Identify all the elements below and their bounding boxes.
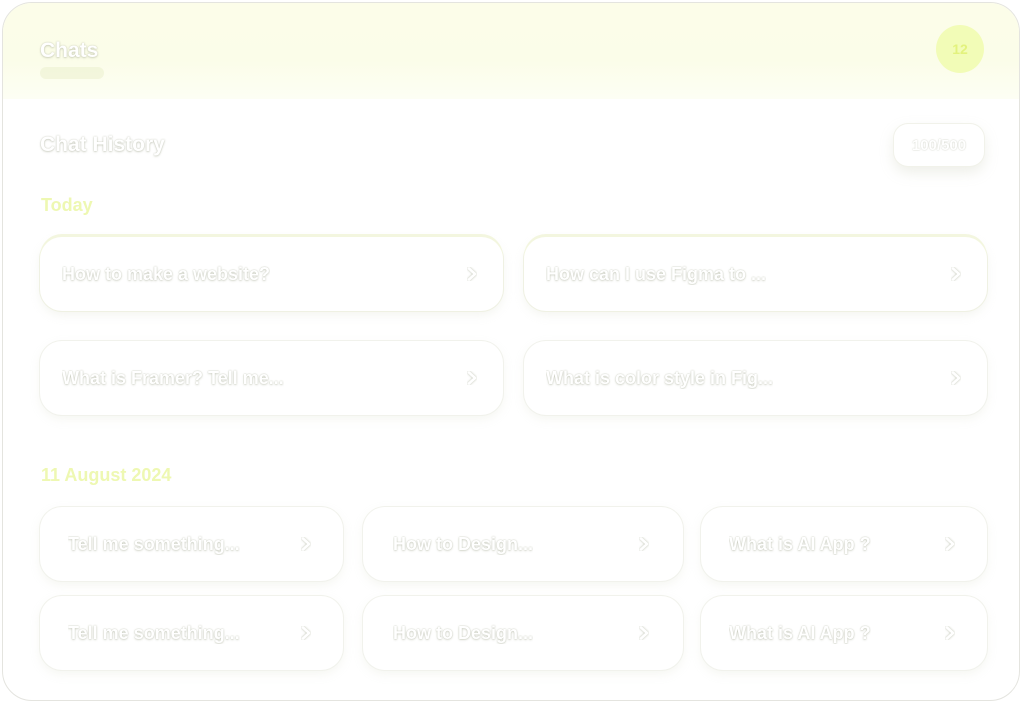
chat-item-label: How can I use Figma to ...: [546, 263, 767, 284]
group-label-date: 11 August 2024: [41, 465, 172, 485]
chat-item[interactable]: How to Design...: [363, 596, 683, 670]
chevron-right-icon: [635, 624, 653, 642]
chevron-right-icon: [635, 535, 653, 553]
chevron-right-icon: [463, 369, 481, 387]
chevron-right-icon: [297, 535, 315, 553]
chat-item[interactable]: How to Design...: [363, 507, 683, 581]
header: Chats 12: [3, 3, 1019, 99]
chat-item[interactable]: What is AI App ?: [701, 596, 987, 670]
chat-item[interactable]: How can I use Figma to ...: [524, 237, 987, 311]
chat-item-label: Tell me something...: [68, 622, 240, 643]
chat-item[interactable]: What is AI App ?: [701, 507, 987, 581]
chevron-right-icon: [297, 624, 315, 642]
chat-item-label: What is AI App ?: [729, 533, 871, 554]
chat-item-label: What is AI App ?: [729, 622, 871, 643]
chat-item[interactable]: How to make a website?: [40, 237, 503, 311]
page-title: Chats: [40, 39, 99, 62]
chevron-right-icon: [941, 535, 959, 553]
chat-item[interactable]: Tell me something...: [40, 507, 343, 581]
chat-count-badge[interactable]: 12: [936, 25, 984, 73]
chevron-right-icon: [947, 369, 965, 387]
chevron-right-icon: [947, 265, 965, 283]
chat-item[interactable]: Tell me something...: [40, 596, 343, 670]
chat-item[interactable]: What is Framer? Tell me...: [40, 341, 503, 415]
group-label-today: Today: [41, 195, 93, 215]
chat-item-label: What is color style in Fig...: [546, 367, 774, 388]
chevron-right-icon: [941, 624, 959, 642]
header-subtitle-placeholder: [40, 67, 104, 79]
chat-item-label: How to Design...: [393, 622, 534, 643]
chat-item-label: How to Design...: [393, 533, 534, 554]
chat-item-label: How to make a website?: [62, 263, 271, 284]
chat-history-title: Chat History: [40, 133, 165, 156]
chat-item[interactable]: What is color style in Fig...: [524, 341, 987, 415]
chat-item-label: Tell me something...: [68, 533, 240, 554]
usage-counter: 100/500: [894, 124, 984, 166]
chat-item-label: What is Framer? Tell me...: [62, 367, 284, 388]
chevron-right-icon: [463, 265, 481, 283]
